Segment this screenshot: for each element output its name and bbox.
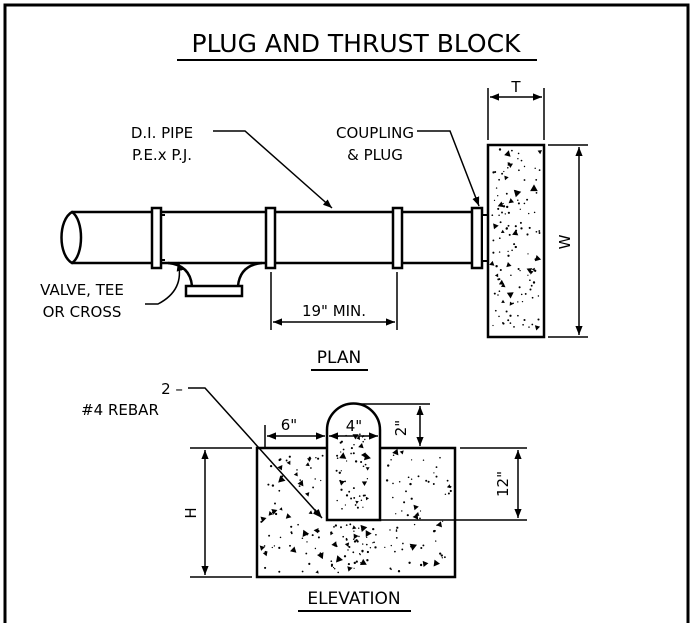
dim-4in-label: 4" <box>346 417 362 435</box>
dim-6in: 6" <box>264 416 325 448</box>
pipe-joint-2 <box>264 206 277 270</box>
elevation-view-label: ELEVATION <box>307 589 400 609</box>
plan-view: T W 19" MIN. D.I. PIPE P.E.x P.J. COUPLI… <box>40 78 588 371</box>
elevation-view: 6" 4" 2" 12" H 2 – #4 REBAR <box>81 380 527 612</box>
valve-label-line1: VALVE, TEE <box>40 281 124 299</box>
pipe-joint-3 <box>391 206 404 270</box>
concrete-stipple-plan <box>489 148 542 331</box>
rebar-label-line2: #4 REBAR <box>81 401 159 419</box>
dim-2in: 2" <box>358 403 430 446</box>
dim-19-min-label: 19" MIN. <box>302 302 366 320</box>
dim-h-label: H <box>182 507 200 518</box>
sheet-border <box>3 3 690 623</box>
dim-19-min: 19" MIN. <box>270 272 398 330</box>
dim-t-label: T <box>510 78 521 96</box>
dim-w: W <box>548 144 588 338</box>
dim-4in: 4" <box>329 417 378 440</box>
dim-2in-label: 2" <box>392 420 410 436</box>
coupling-and-plug <box>470 206 489 270</box>
coupling-label-line2: & PLUG <box>347 146 403 164</box>
plan-view-label: PLAN <box>317 348 361 368</box>
dim-w-label: W <box>556 234 574 249</box>
dim-t: T <box>487 78 545 140</box>
coupling-leader <box>417 130 480 207</box>
dim-12in-label: 12" <box>494 471 512 497</box>
rebar-leader <box>188 387 323 519</box>
dim-h: H <box>182 447 252 578</box>
pipe-label-line2: P.E.x P.J. <box>132 146 192 164</box>
pipe-leader <box>213 130 333 209</box>
rebar-label-line1: 2 – <box>161 380 183 398</box>
coupling-label-line1: COUPLING <box>336 124 414 142</box>
dim-12in: 12" <box>380 447 527 521</box>
valve-label-line2: OR CROSS <box>43 303 122 321</box>
dim-6in-label: 6" <box>281 416 297 434</box>
pipe-label-line1: D.I. PIPE <box>131 124 193 142</box>
valve-tee-branch <box>167 261 263 298</box>
pipe-joint-1 <box>150 206 165 270</box>
drawing-title: PLUG AND THRUST BLOCK <box>192 29 522 58</box>
thrust-block-plan <box>486 143 546 339</box>
valve-leader <box>145 261 184 305</box>
thrust-block-elevation <box>255 446 457 579</box>
